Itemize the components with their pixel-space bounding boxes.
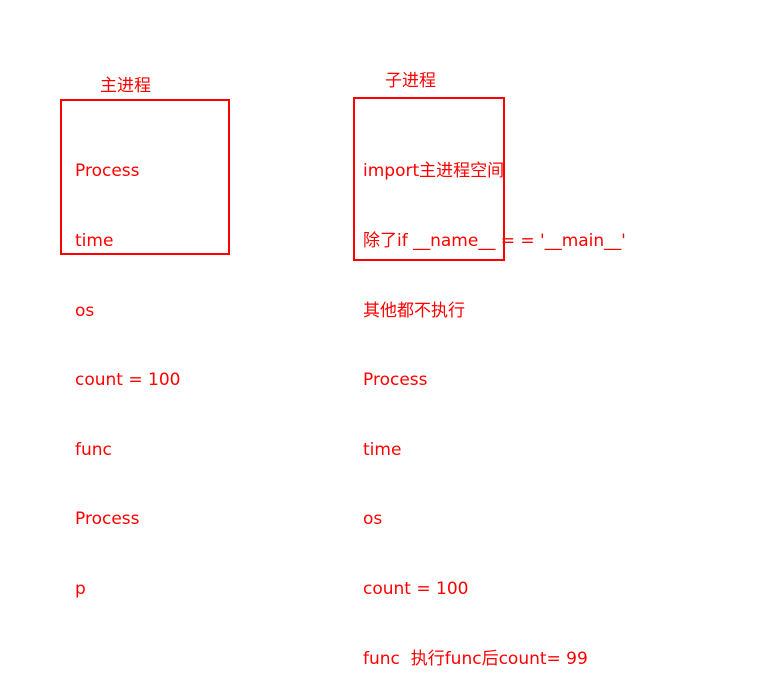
- child-process-line: Process: [363, 370, 428, 391]
- child-process-line: os: [363, 509, 383, 530]
- main-process-line: Process: [75, 509, 140, 530]
- child-process-line: time: [363, 439, 402, 460]
- diagram-canvas: { "main_process": { "title": "主进程", "lin…: [60, 71, 626, 669]
- main-process-line: os: [75, 300, 95, 321]
- main-process-line: time: [75, 231, 114, 251]
- child-process-title: 子进程: [385, 71, 436, 91]
- main-process-title: 主进程: [100, 76, 151, 96]
- child-process-line: 除了if __name__ = = '__main__': [363, 231, 626, 251]
- main-process-line: count = 100: [75, 370, 181, 391]
- main-process-lines: Process time os count = 100 func Process…: [75, 114, 180, 624]
- main-process-line: func: [75, 439, 112, 460]
- child-process-lines: import主进程空间 除了if __name__ = = '__main__'…: [363, 114, 626, 694]
- main-process-line: p: [75, 578, 86, 599]
- child-process-line: func 执行func后count= 99: [363, 648, 588, 669]
- main-process-line: Process: [75, 161, 140, 182]
- child-process-line: 其他都不执行: [363, 300, 465, 321]
- child-process-line: import主进程空间: [363, 161, 505, 182]
- main-process-box: [60, 99, 230, 255]
- child-process-box: [353, 97, 505, 261]
- child-process-line: count = 100: [363, 578, 469, 599]
